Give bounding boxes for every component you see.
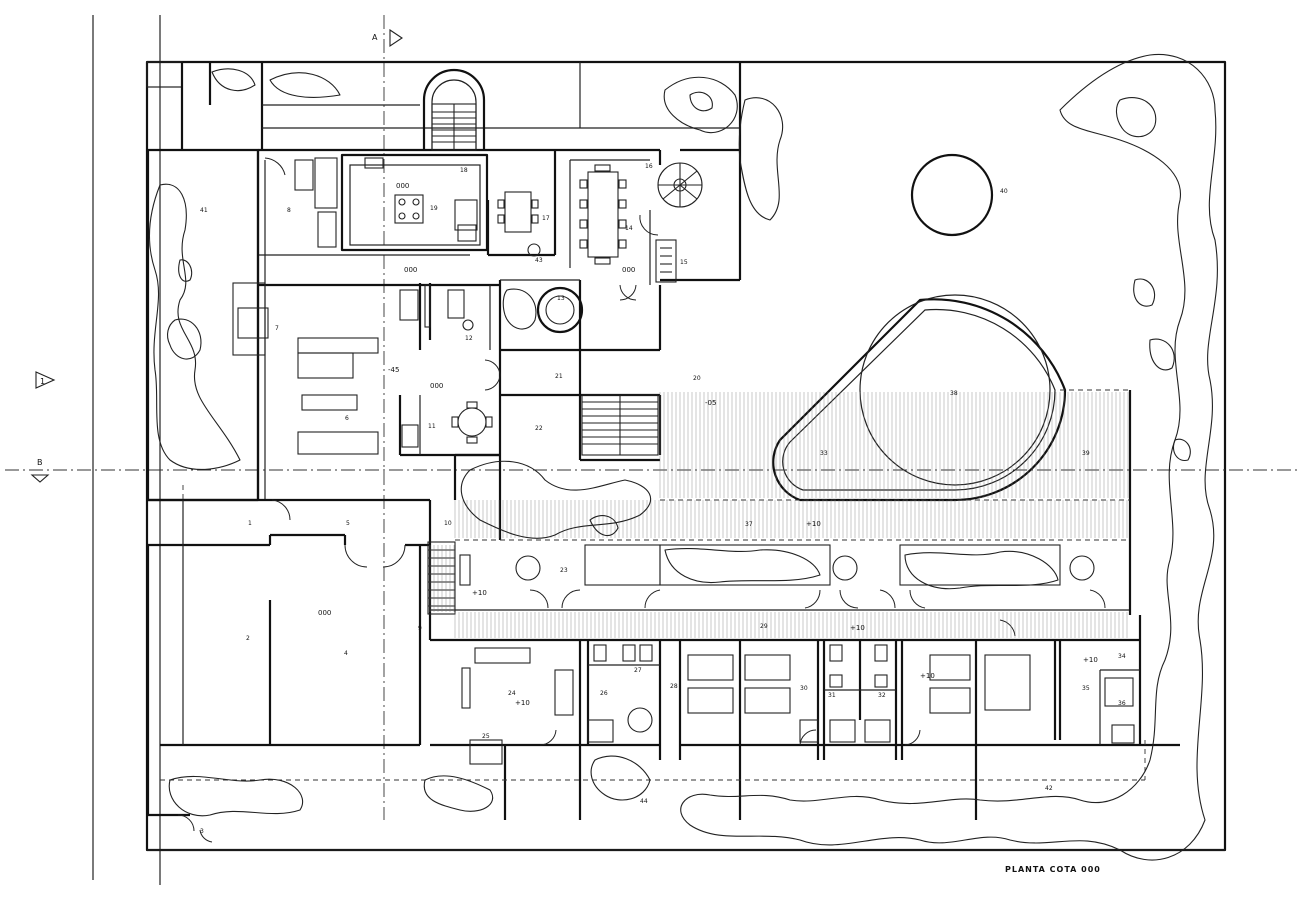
room-14-label: 14 xyxy=(625,225,633,232)
room-22-label: 22 xyxy=(535,425,543,432)
level-marks: 000 000 000 000 -45 -05 +10 000 +10 +10 … xyxy=(318,182,1098,707)
room-16-label: 16 xyxy=(645,163,653,170)
terrace-deck xyxy=(429,389,1130,638)
room-1-label: 1 xyxy=(248,520,252,527)
room-2-label: 2 xyxy=(246,635,250,642)
room-4-label: 4 xyxy=(344,650,348,657)
room-27-label: 27 xyxy=(634,667,642,674)
level-hall: 000 xyxy=(430,382,443,390)
level-living: 000 xyxy=(404,266,417,274)
room-42-label: 42 xyxy=(1045,785,1053,792)
room-7-label: 7 xyxy=(275,325,279,332)
level-bedroom-wing-c: +10 xyxy=(1083,656,1098,664)
pool xyxy=(772,294,1067,502)
level-kitchen: 000 xyxy=(396,182,409,190)
room-36-label: 36 xyxy=(1118,700,1126,707)
room-12-label: 12 xyxy=(465,335,473,342)
round-planter xyxy=(910,153,994,237)
room-38-label: 38 xyxy=(950,390,958,397)
section-mark-b: B xyxy=(37,458,43,467)
room-43-label: 43 xyxy=(535,257,543,264)
room-21-label: 21 xyxy=(555,373,563,380)
door-swings xyxy=(177,157,1106,843)
room-26-label: 26 xyxy=(600,690,608,697)
room-41-label: 41 xyxy=(200,207,208,214)
room-35-label: 35 xyxy=(1082,685,1090,692)
section-mark-one: 1 xyxy=(40,377,45,386)
room-33-label: 33 xyxy=(820,450,828,457)
section-mark-a: A xyxy=(372,33,378,42)
room-15-label: 15 xyxy=(680,259,688,266)
level-service-stair: +10 xyxy=(472,589,487,597)
room-labels: 1 2 3 4 5 6 7 8 9 10 11 12 13 14 15 16 1… xyxy=(200,163,1126,835)
room-17-label: 17 xyxy=(542,215,550,222)
room-11-label: 11 xyxy=(428,423,436,430)
room-9-label: 9 xyxy=(418,625,422,632)
room-39-label: 39 xyxy=(1082,450,1090,457)
room-18-label: 18 xyxy=(460,167,468,174)
room-31-label: 31 xyxy=(828,692,836,699)
room-19-label: 19 xyxy=(430,205,438,212)
level-garage: 000 xyxy=(318,609,331,617)
stairs xyxy=(427,103,703,615)
section-axes xyxy=(5,15,1300,820)
level-dining: 000 xyxy=(622,266,635,274)
room-8-label: 8 xyxy=(287,207,291,214)
level-corridor: +10 xyxy=(850,624,865,632)
level-bedroom-wing-a: +10 xyxy=(515,699,530,707)
level-central-patio: -05 xyxy=(705,399,716,407)
level-sunken-living: -45 xyxy=(388,366,399,374)
room-5-label: 5 xyxy=(346,520,350,527)
level-bedroom-wing-b: +10 xyxy=(920,672,935,680)
room-40-label: 40 xyxy=(1000,188,1008,195)
room-3-label: 3 xyxy=(200,828,204,835)
room-13-label: 13 xyxy=(557,295,565,302)
furniture xyxy=(232,157,1135,765)
room-6-label: 6 xyxy=(345,415,349,422)
room-32-label: 32 xyxy=(878,692,886,699)
drawing-title: PLANTA COTA 000 xyxy=(1005,865,1101,874)
room-10-label: 10 xyxy=(444,520,452,527)
room-34-label: 34 xyxy=(1118,653,1126,660)
room-28-label: 28 xyxy=(670,683,678,690)
landscaping xyxy=(149,53,1218,861)
room-24-label: 24 xyxy=(508,690,516,697)
room-29-label: 29 xyxy=(760,623,768,630)
room-44-label: 44 xyxy=(640,798,648,805)
main-house-walls xyxy=(146,61,1180,820)
room-25-label: 25 xyxy=(482,733,490,740)
level-terrace: +10 xyxy=(806,520,821,528)
room-30-label: 30 xyxy=(800,685,808,692)
room-37-label: 37 xyxy=(745,521,753,528)
room-20-label: 20 xyxy=(693,375,701,382)
room-23-label: 23 xyxy=(560,567,568,574)
